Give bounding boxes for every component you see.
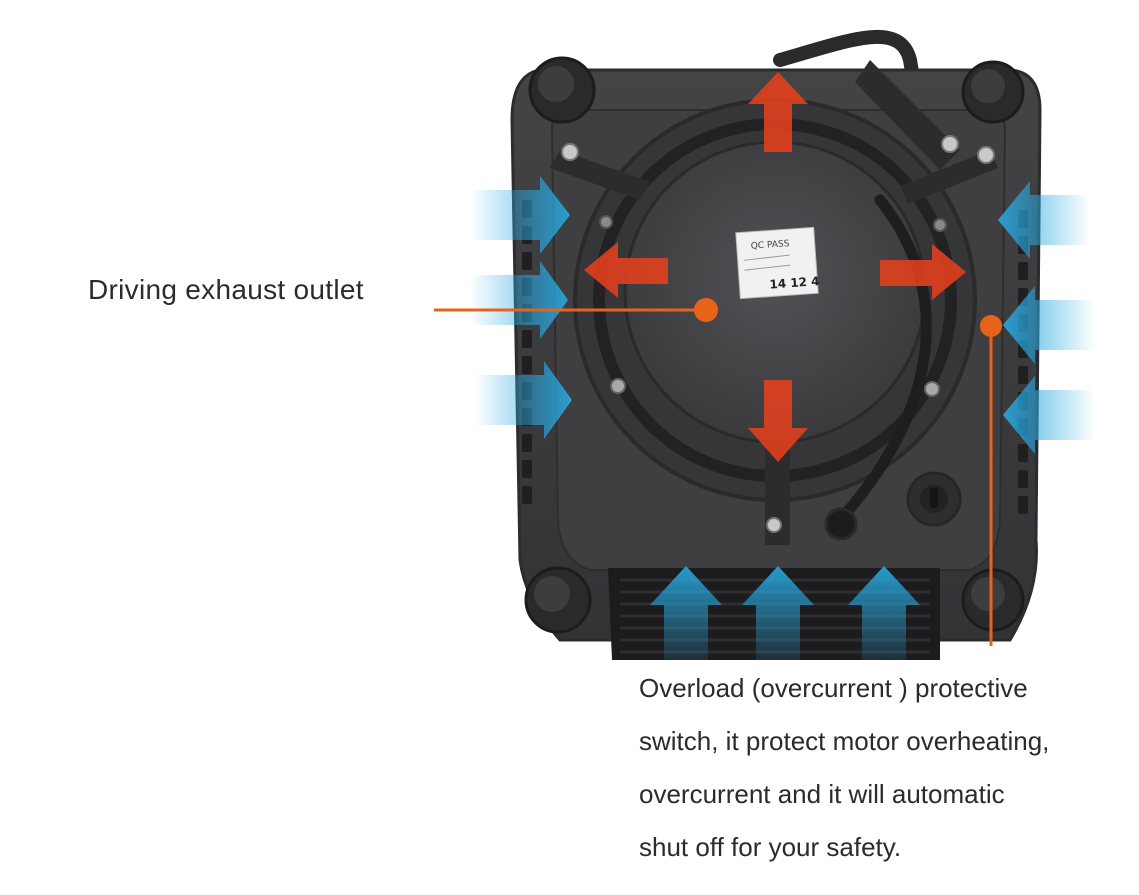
overload-switch-line: shut off for your safety. (639, 832, 902, 862)
left-bracket (550, 150, 650, 200)
blue-arrow-icon (650, 566, 920, 660)
blue-arrow-icon (470, 176, 572, 439)
overload-switch-icon (906, 471, 962, 527)
internal-cord (834, 194, 932, 526)
power-cord (773, 30, 922, 97)
overload-switch-line: switch, it protect motor overheating, (639, 726, 1050, 756)
blue-arrow-icon (998, 181, 1095, 454)
exhaust-callout (434, 298, 718, 322)
overload-callout (980, 315, 1002, 646)
overload-switch-line: Overload (overcurrent ) protective (639, 673, 1028, 703)
qc-pass-sticker: QC PASS 14 12 4 (735, 226, 820, 300)
right-cross-bracket (900, 150, 998, 204)
sticker-title: QC PASS (750, 239, 790, 252)
right-bracket (855, 60, 960, 170)
exhaust-outlet-label: Driving exhaust outlet (88, 274, 364, 305)
red-arrow-icon (584, 72, 966, 462)
sticker-date: 14 12 4 (769, 274, 820, 291)
overload-switch-line: overcurrent and it will automatic (639, 779, 1005, 809)
overload-switch-label: Overload (overcurrent ) protective switc… (639, 662, 1119, 874)
screw-icon (561, 135, 995, 533)
cord-exit (824, 507, 858, 541)
